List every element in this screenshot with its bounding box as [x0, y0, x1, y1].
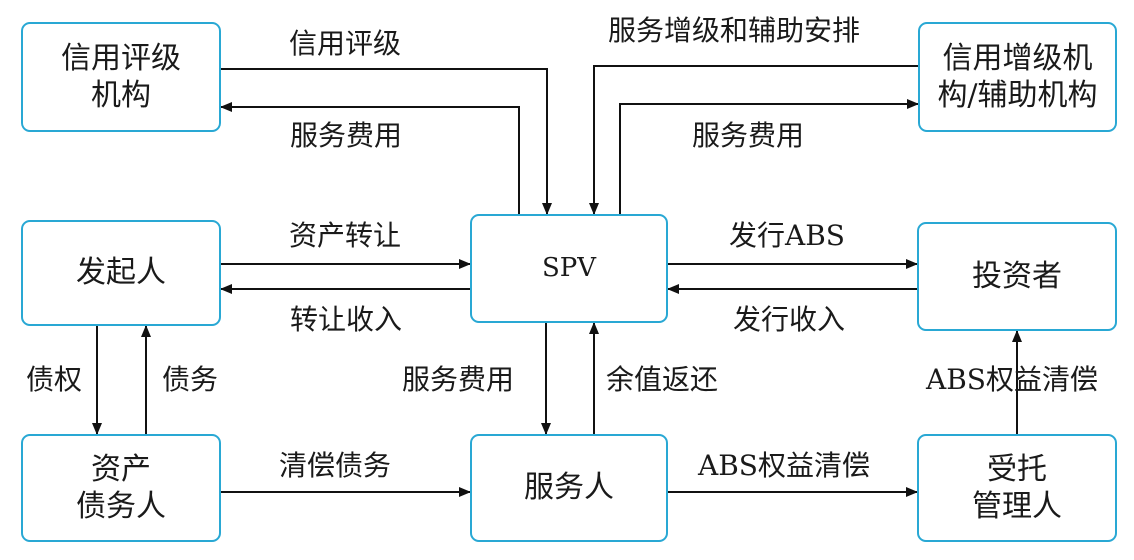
label-issue-income: 发行收入: [733, 303, 846, 336]
node-credit-enhancer-line2: 构/辅助机构: [937, 78, 1098, 113]
label-claims: 债权: [26, 363, 83, 396]
label-enhancement: 服务增级和辅助安排: [608, 14, 861, 47]
node-trustee: 受托 管理人: [917, 434, 1117, 542]
node-spv: SPV: [470, 214, 668, 323]
node-trustee-line2: 管理人: [972, 489, 1062, 524]
label-debts: 债务: [162, 363, 219, 396]
label-rating: 信用评级: [289, 27, 402, 60]
label-rating-fee: 服务费用: [290, 119, 403, 152]
node-investor: 投资者: [917, 222, 1117, 331]
node-credit-enhancer: 信用增级机 构/辅助机构: [918, 22, 1117, 132]
node-originator-label: 发起人: [76, 255, 166, 291]
label-asset-transfer: 资产转让: [289, 219, 402, 252]
label-repay-debts: 清偿债务: [279, 449, 392, 482]
node-originator: 发起人: [21, 220, 221, 326]
label-servicer-fee: 服务费用: [402, 363, 515, 396]
label-issue-abs: 发行ABS: [729, 219, 845, 252]
node-spv-label: SPV: [541, 253, 597, 284]
node-trustee-line1: 受托: [987, 451, 1047, 487]
node-credit-enhancer-line1: 信用增级机: [942, 40, 1093, 76]
label-transfer-income: 转让收入: [290, 303, 403, 336]
label-enhancement-fee: 服务费用: [692, 119, 805, 152]
label-abs-repay-investor: ABS权益清偿: [926, 363, 1098, 396]
arrow-rating-to-spv: [221, 68, 552, 215]
node-rating-agency-line2: 机构: [91, 78, 151, 113]
node-asset-debtor-line1: 资产: [91, 451, 151, 487]
label-abs-repay-servicer: ABS权益清偿: [698, 449, 870, 482]
node-rating-agency-line1: 信用评级: [61, 40, 181, 76]
node-servicer: 服务人: [470, 434, 668, 542]
node-investor-label: 投资者: [972, 258, 1062, 294]
arrow-spv-fee-to-enhancer: [619, 99, 919, 214]
label-residual-return: 余值返还: [606, 363, 719, 396]
node-rating-agency: 信用评级 机构: [21, 22, 221, 132]
arrow-enhancer-to-spv: [589, 65, 918, 215]
node-asset-debtor: 资产 债务人: [21, 434, 221, 542]
arrow-spv-fee-to-rating: [220, 102, 520, 214]
node-asset-debtor-line2: 债务人: [76, 489, 166, 524]
node-servicer-label: 服务人: [524, 470, 614, 506]
